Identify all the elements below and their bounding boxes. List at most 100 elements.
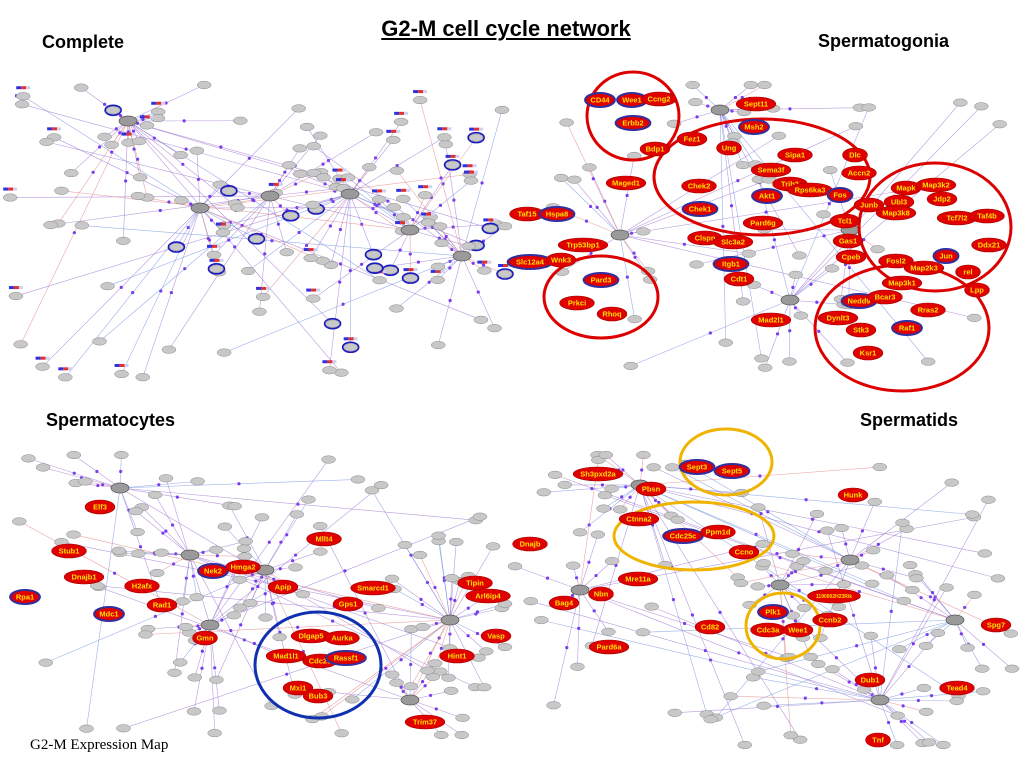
gene-node-ung: Ung xyxy=(716,140,742,156)
expression-bar xyxy=(327,360,333,364)
edge-junction-dot xyxy=(797,588,801,593)
background-gene-node xyxy=(344,695,360,704)
edge-junction-dot xyxy=(363,611,367,615)
edge-junction-dot xyxy=(196,624,200,628)
expression-bar xyxy=(256,286,262,290)
expression-bar xyxy=(406,188,411,192)
edge-junction-dot xyxy=(721,224,725,228)
background-gene-node xyxy=(189,593,204,602)
expression-bar xyxy=(401,188,407,192)
expression-bar xyxy=(308,248,314,252)
background-gene-node xyxy=(635,628,651,637)
expression-bar xyxy=(149,115,154,119)
edge-junction-dot xyxy=(632,251,636,255)
highlighted-ring-node xyxy=(467,131,485,144)
background-gene-node xyxy=(992,120,1007,129)
gene-node-tipin: Tipin xyxy=(457,575,493,591)
edge-junction-dot xyxy=(343,569,347,573)
highlighted-ring-node xyxy=(104,104,122,117)
background-gene-node xyxy=(21,454,36,463)
expression-bar xyxy=(503,263,508,267)
gene-node-label: Sh3pxd2a xyxy=(580,470,616,479)
gene-node-map3k2: Map3k2 xyxy=(915,177,957,193)
edge-junction-dot xyxy=(827,202,831,206)
background-gene-node xyxy=(455,713,470,722)
background-gene-node xyxy=(312,522,328,531)
gene-node-label: Mre11a xyxy=(625,575,651,584)
background-gene-node xyxy=(149,568,165,578)
edge-junction-dot xyxy=(225,585,229,589)
background-gene-node xyxy=(430,341,446,350)
background-gene-node xyxy=(306,142,321,151)
edge-junction-dot xyxy=(708,331,712,335)
highlighted-ring-node xyxy=(220,185,238,197)
background-gene-node xyxy=(316,173,331,182)
highlighted-ring-node xyxy=(443,159,462,171)
background-gene-node xyxy=(114,369,129,379)
edge-junction-dot xyxy=(256,584,260,589)
expression-bar xyxy=(337,168,343,172)
edge-junction-dot xyxy=(730,109,734,113)
background-gene-node xyxy=(741,249,757,258)
gene-node-rassf1: Rassf1 xyxy=(325,650,367,666)
expression-bar xyxy=(399,111,405,115)
highlighted-ring-node xyxy=(323,317,342,330)
edge-junction-dot xyxy=(476,290,480,294)
background-gene-node xyxy=(863,631,879,640)
gene-node-label: Smarcd1 xyxy=(357,584,389,593)
background-gene-node xyxy=(590,530,606,539)
expression-bar xyxy=(423,185,429,189)
gene-node-dnajb1: Dnajb1 xyxy=(63,569,105,585)
gene-node-shape xyxy=(841,165,877,181)
edge-junction-dot xyxy=(737,651,741,655)
background-gene-node xyxy=(553,173,569,182)
background-gene-node xyxy=(74,221,90,230)
edge-junction-dot xyxy=(453,598,457,603)
background-gene-node xyxy=(303,254,318,263)
cluster-circles-layer xyxy=(253,70,1013,720)
panel-title-spermatogonia: Spermatogonia xyxy=(818,31,950,51)
gene-node-shape xyxy=(969,208,1005,224)
gene-node-nbn: Nbn xyxy=(588,586,614,602)
background-gene-node xyxy=(718,338,734,347)
gene-node-ddx21: Ddx21 xyxy=(971,237,1007,253)
gene-node-label: Ctnna2 xyxy=(626,515,651,524)
edge-junction-dot xyxy=(902,719,907,723)
gene-node-shape xyxy=(480,628,512,644)
expression-bar xyxy=(219,258,224,262)
expression-bar xyxy=(405,221,410,225)
gene-node-cpeb: Cpeb xyxy=(835,249,867,265)
expression-bar xyxy=(225,222,230,226)
gene-node-sept3: Sept3 xyxy=(678,459,716,475)
edge-junction-dot xyxy=(625,193,629,198)
background-gene-node xyxy=(949,696,965,706)
background-gene-node xyxy=(1004,664,1020,673)
background-gene-node xyxy=(301,495,316,504)
highlighted-ring-node xyxy=(341,341,360,354)
edge-junction-dot xyxy=(900,692,904,696)
edge-junction-dot xyxy=(91,170,95,174)
gene-node-wee1: Wee1 xyxy=(782,622,814,638)
gene-node-tead4: Tead4 xyxy=(939,680,975,696)
gene-node-label: Gas1 xyxy=(839,237,857,246)
gene-node-label: Wee1 xyxy=(788,626,807,635)
edge-junction-dot xyxy=(338,280,342,284)
edge-junction-dot xyxy=(375,203,379,208)
background-gene-node xyxy=(13,340,28,349)
gene-node-label: Ccng2 xyxy=(648,95,671,104)
gene-node-shape xyxy=(557,237,609,253)
gene-node-shape xyxy=(865,732,891,748)
background-gene-node xyxy=(892,645,907,654)
background-gene-node xyxy=(12,517,27,526)
background-gene-node xyxy=(227,502,242,511)
background-gene-node xyxy=(362,163,377,172)
background-gene-node xyxy=(479,647,494,656)
gene-node-sipa1: Sipa1 xyxy=(777,147,813,163)
background-gene-node xyxy=(131,137,147,146)
expression-bar xyxy=(477,260,483,264)
expression-bar xyxy=(391,129,397,133)
expression-bar xyxy=(386,129,392,133)
gene-node-ksr1: Ksr1 xyxy=(852,345,884,361)
edge-junction-dot xyxy=(272,577,276,581)
background-gene-node xyxy=(147,490,163,500)
